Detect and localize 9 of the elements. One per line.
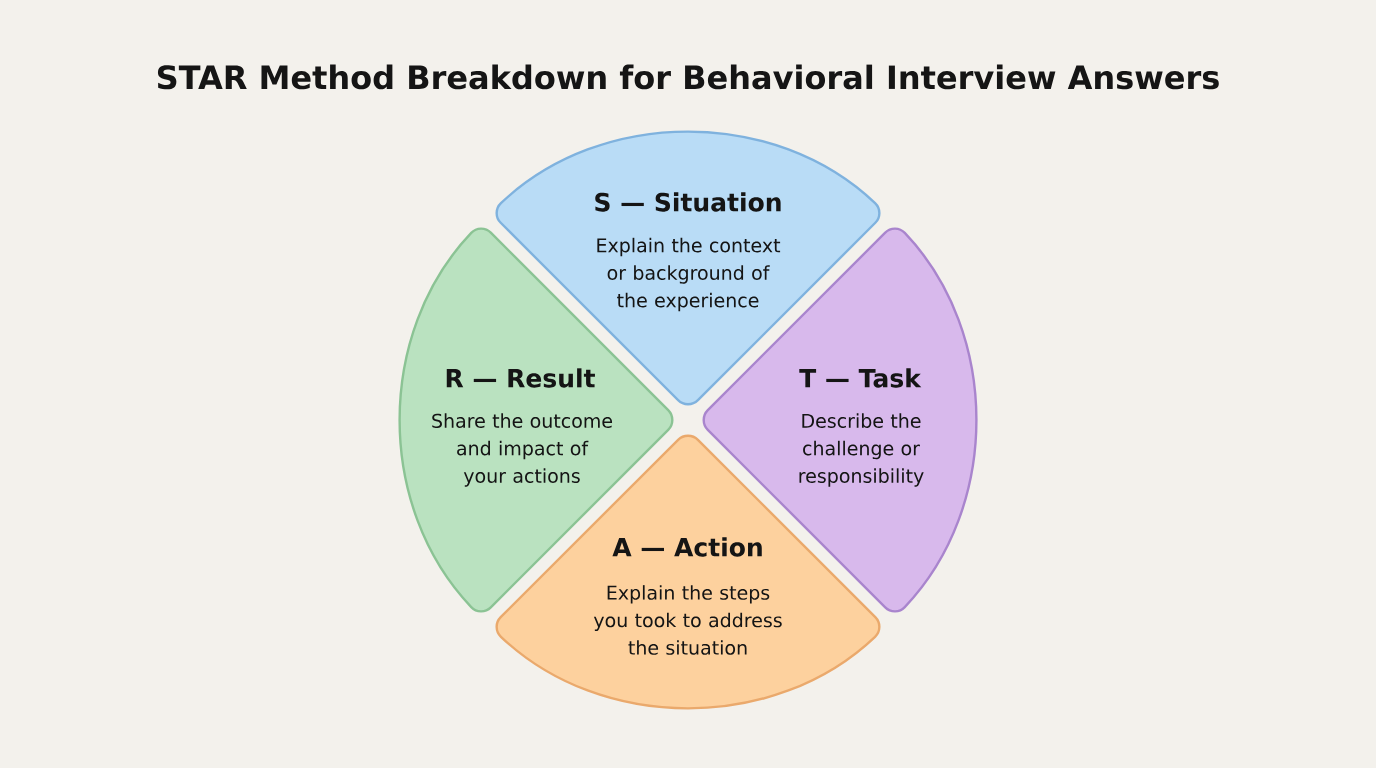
heading: A — Action	[612, 537, 762, 557]
heading: R — Result	[446, 368, 595, 388]
description: Explain the context or background of the experience	[597, 237, 781, 312]
title: STAR Method Breakdown for Behavioral Interview Answers	[157, 64, 1219, 90]
heading: S — Situation	[595, 192, 781, 212]
description: Share the outcome and impact of your actions	[432, 413, 613, 487]
description: Describe the challenge or responsibility	[799, 413, 924, 487]
heading: T — Task	[799, 368, 922, 388]
description: Explain the steps you took to address the situation	[593, 585, 782, 655]
